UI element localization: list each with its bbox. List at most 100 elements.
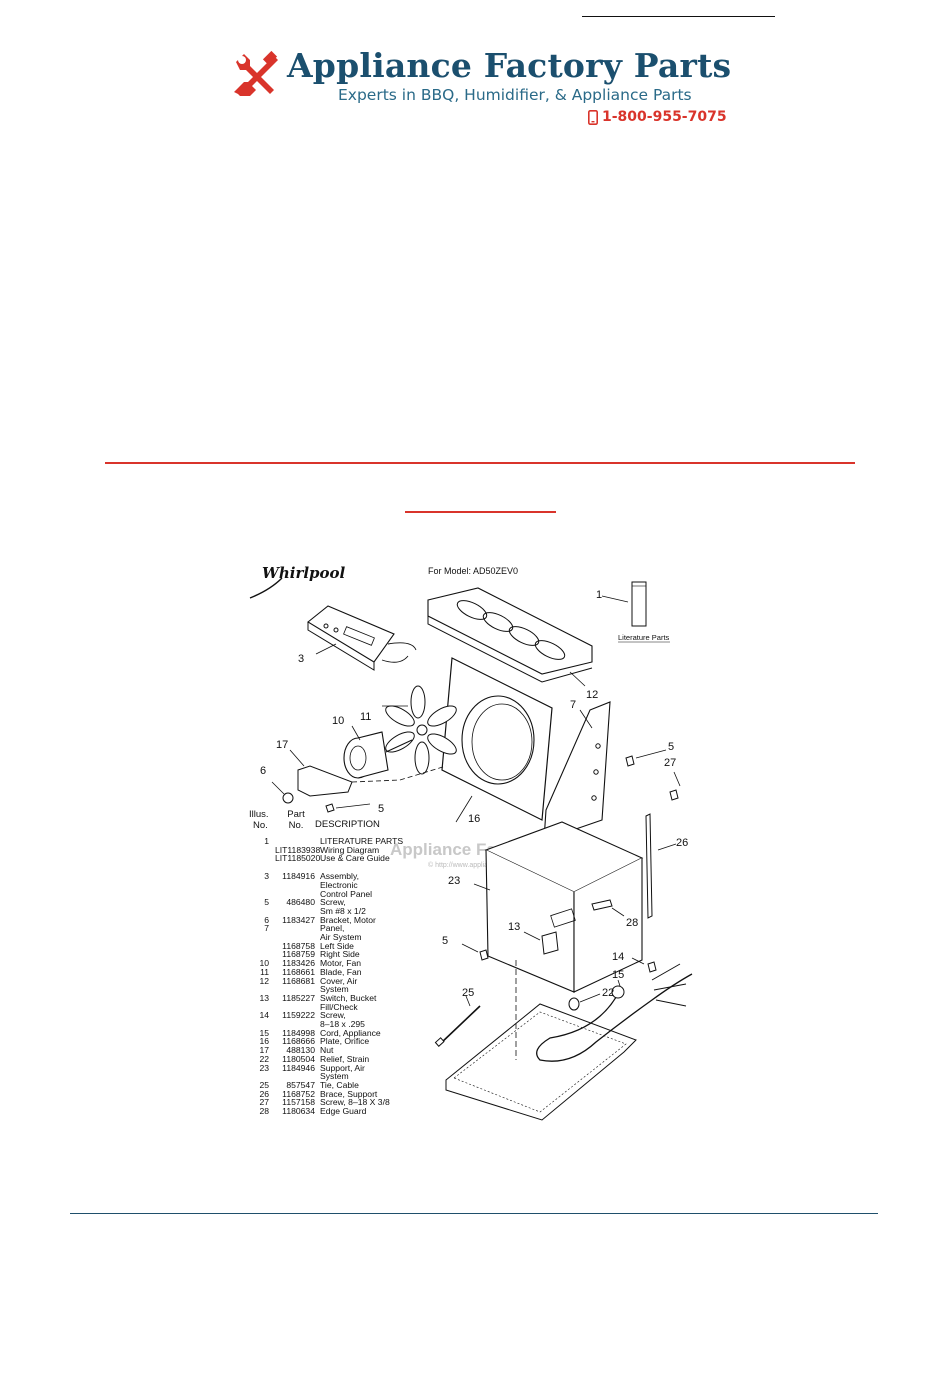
- description-cell: Use & Care Guide: [320, 853, 390, 864]
- description-cell: Relief, Strain: [320, 1053, 370, 1064]
- description-cell: Cord, Appliance: [320, 1027, 381, 1038]
- header-description: DESCRIPTION: [315, 819, 380, 830]
- part-no-cell: 1168666: [282, 1036, 315, 1047]
- side-panel: [543, 701, 611, 841]
- callout-label: 16: [468, 813, 480, 825]
- top-rule: [582, 16, 775, 17]
- description-cell: Panel,: [320, 923, 345, 934]
- description-cell: Support, Air: [320, 1062, 365, 1073]
- description-cell: Tie, Cable: [320, 1079, 359, 1090]
- air-system-support: [473, 821, 644, 993]
- part-no-cell: 1184946: [282, 1062, 315, 1073]
- edge-guard: [591, 899, 625, 917]
- illus-no-cell: 22: [259, 1053, 269, 1064]
- description-cell: Right Side: [320, 949, 360, 960]
- illus-no-cell: 26: [259, 1088, 269, 1099]
- part-no-cell: 1180634: [282, 1106, 315, 1117]
- table-row: 7 Panel,: [249, 924, 412, 933]
- callout-label: 14: [612, 951, 624, 963]
- callout-label: 1: [596, 589, 602, 601]
- header-part: Part: [287, 809, 305, 820]
- description-cell: System: [320, 984, 349, 995]
- illus-no-cell: 10: [259, 958, 269, 969]
- illus-no-cell: 11: [260, 966, 269, 977]
- table-row: 28 1180634 Edge Guard: [249, 1107, 412, 1116]
- part-no-cell: LIT1183938: [275, 844, 321, 855]
- table-row: Control Panel: [249, 889, 412, 899]
- whirlpool-logo: Whirlpool: [262, 564, 346, 582]
- illus-no-cell: 1: [264, 836, 269, 846]
- description-cell: Edge Guard: [320, 1106, 367, 1117]
- table-row: Air System: [249, 933, 412, 942]
- description-cell: Plate, Orifice: [320, 1036, 370, 1047]
- brace-support: [645, 813, 677, 919]
- header-part-no: No.: [288, 819, 304, 831]
- callout-label: 27: [664, 757, 676, 769]
- callout-label: 28: [626, 917, 638, 929]
- description-cell: Air System: [320, 932, 362, 943]
- description-cell: Assembly,: [320, 871, 359, 882]
- description-cell: Wiring Diagram: [320, 844, 380, 855]
- description-cell: Nut: [320, 1045, 334, 1056]
- header-illus: Illus.: [249, 809, 269, 820]
- table-row: System: [249, 985, 412, 994]
- wrench-screwdriver-icon: [234, 50, 278, 96]
- callout-label: 6: [260, 765, 266, 777]
- description-cell: 8–18 x .295: [320, 1019, 365, 1030]
- phone-number[interactable]: 1-800-955-7075: [588, 109, 727, 125]
- electronic-control-panel: [307, 605, 417, 671]
- part-no-cell: 1157158: [282, 1097, 315, 1108]
- description-cell: Blade, Fan: [320, 966, 362, 977]
- illus-no-cell: 17: [259, 1045, 269, 1056]
- illus-no-cell: 15: [259, 1027, 269, 1038]
- part-no-cell: 488130: [286, 1045, 315, 1056]
- air-system-cover: [427, 587, 593, 687]
- illus-no-cell: 13: [259, 992, 269, 1003]
- illus-no-cell: [249, 907, 275, 916]
- illus-no-cell: 3: [264, 871, 269, 882]
- part-no-cell: 1184916: [282, 871, 315, 882]
- illus-no-cell: 28: [259, 1106, 269, 1117]
- table-row: Electronic: [249, 881, 412, 890]
- strain-relief: [568, 993, 601, 1011]
- screw: [631, 957, 657, 973]
- illus-no-cell: [249, 846, 275, 855]
- part-no-cell: [275, 881, 320, 890]
- callout-label: 3: [298, 653, 304, 665]
- callout-label: 5: [378, 803, 384, 815]
- illus-no-cell: [249, 942, 275, 951]
- callout-label: 17: [276, 739, 288, 751]
- header-illus-no: No.: [253, 819, 268, 831]
- illus-no-cell: 7: [264, 923, 269, 934]
- illus-no-cell: [249, 854, 275, 863]
- callout-label: 5: [442, 935, 448, 947]
- callout-label: 10: [332, 715, 344, 727]
- cable-tie: [434, 995, 481, 1047]
- part-no-cell: 1183426: [282, 958, 315, 969]
- illus-no-cell: 27: [259, 1097, 269, 1108]
- part-no-cell: 1168758: [282, 940, 315, 951]
- screw: [461, 943, 489, 961]
- illus-no-cell: 25: [259, 1079, 269, 1090]
- table-row: 8–18 x .295: [249, 1020, 412, 1029]
- brand-name[interactable]: Appliance Factory Parts: [287, 46, 732, 85]
- mobile-phone-icon: [588, 109, 598, 125]
- exploded-parts-diagram: Whirlpool For Model: AD50ZEV0 Appliance …: [249, 564, 693, 1121]
- part-no-cell: 857547: [286, 1079, 315, 1090]
- part-no-cell: 486480: [286, 897, 315, 908]
- callout-label: 7: [570, 699, 576, 711]
- literature-parts-sheet: Literature Parts: [601, 581, 670, 643]
